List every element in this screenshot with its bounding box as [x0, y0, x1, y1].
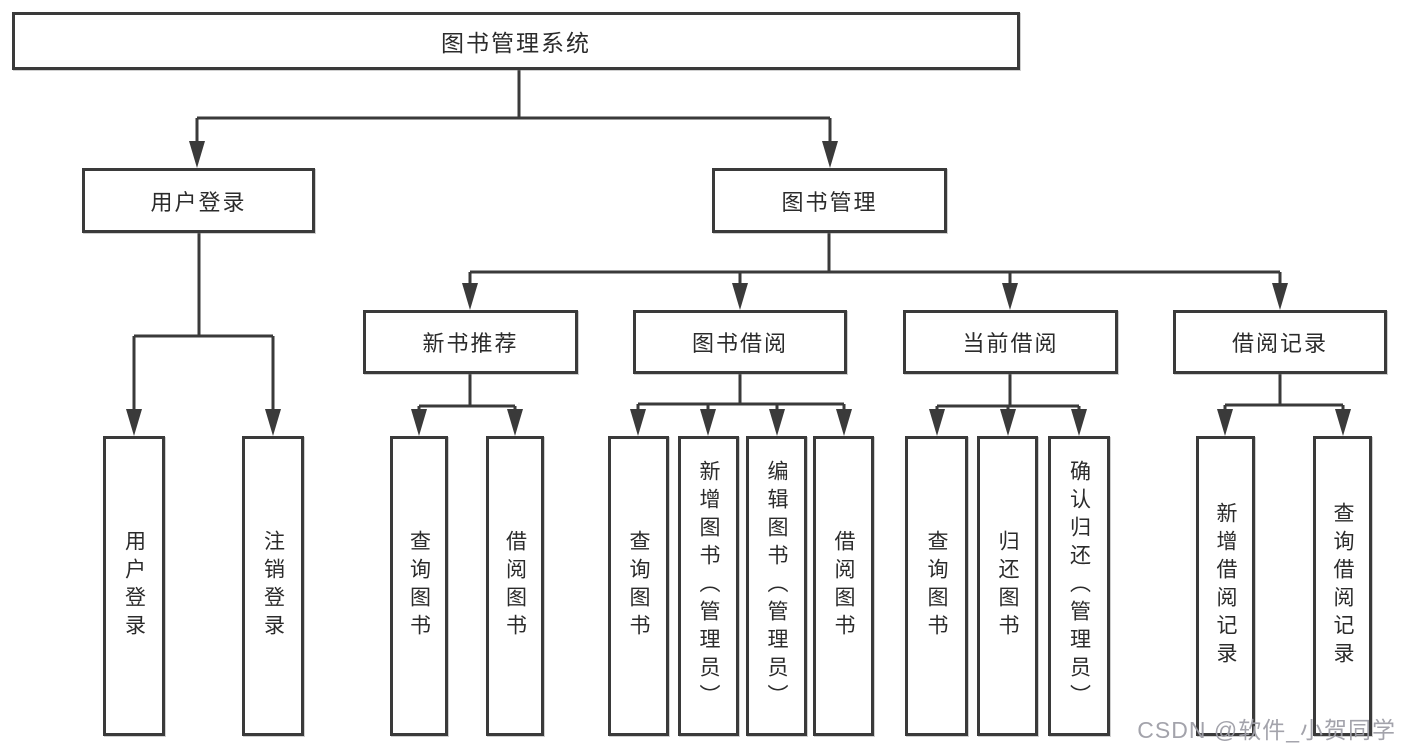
leaf-logout: 注销登录 [242, 436, 304, 736]
node-user-login: 用户登录 [82, 168, 315, 233]
leaf-bb-edit-books: 编辑图书（管理员） [746, 436, 807, 736]
leaf-cb-return-books: 归还图书 [977, 436, 1038, 736]
leaf-br-add-record: 新增借阅记录 [1196, 436, 1255, 736]
leaf-bb-query-books: 查询图书 [608, 436, 669, 736]
leaf-bb-add-books: 新增图书（管理员） [678, 436, 739, 736]
node-book-management: 图书管理 [712, 168, 947, 233]
leaf-user-login-label: 用户登录 [122, 530, 146, 642]
node-root-label: 图书管理系统 [441, 30, 591, 56]
leaf-nbr-query-books: 查询图书 [390, 436, 448, 736]
leaf-cb-confirm-return: 确认归还（管理员） [1048, 436, 1110, 736]
arrowheads [126, 141, 1351, 436]
csdn-watermark: CSDN @软件_小贺同学 [1137, 717, 1396, 743]
leaf-bb-borrow-books: 借阅图书 [813, 436, 874, 736]
leaf-cb-query-books-label: 查询图书 [925, 530, 948, 642]
leaf-cb-return-books-label: 归还图书 [996, 530, 1019, 642]
leaf-br-add-record-label: 新增借阅记录 [1214, 502, 1237, 670]
node-user-login-label: 用户登录 [150, 189, 247, 215]
leaf-cb-confirm-return-label: 确认归还（管理员） [1067, 460, 1091, 712]
leaf-nbr-borrow-books-label: 借阅图书 [503, 530, 527, 642]
leaf-cb-query-books: 查询图书 [905, 436, 968, 736]
node-book-borrow-label: 图书借阅 [691, 331, 788, 356]
leaf-bb-borrow-books-label: 借阅图书 [832, 530, 855, 642]
leaf-nbr-borrow-books: 借阅图书 [486, 436, 544, 736]
leaf-nbr-query-books-label: 查询图书 [407, 530, 431, 642]
node-new-book-recommend-label: 新书推荐 [422, 331, 519, 356]
leaf-br-query-record-label: 查询借阅记录 [1331, 502, 1354, 670]
leaf-logout-label: 注销登录 [261, 530, 285, 642]
leaf-bb-query-books-label: 查询图书 [627, 530, 650, 642]
leaf-br-query-record: 查询借阅记录 [1313, 436, 1372, 736]
leaf-bb-add-books-label: 新增图书（管理员） [697, 460, 720, 712]
node-root: 图书管理系统 [12, 12, 1020, 70]
node-borrow-records-label: 借阅记录 [1231, 331, 1328, 356]
leaf-user-login: 用户登录 [103, 436, 165, 736]
node-current-borrow-label: 当前借阅 [962, 331, 1059, 356]
node-book-borrow: 图书借阅 [633, 310, 847, 374]
node-current-borrow: 当前借阅 [903, 310, 1118, 374]
leaf-bb-edit-books-label: 编辑图书（管理员） [765, 460, 788, 712]
node-book-management-label: 图书管理 [781, 189, 878, 215]
node-new-book-recommend: 新书推荐 [363, 310, 578, 374]
node-borrow-records: 借阅记录 [1173, 310, 1387, 374]
